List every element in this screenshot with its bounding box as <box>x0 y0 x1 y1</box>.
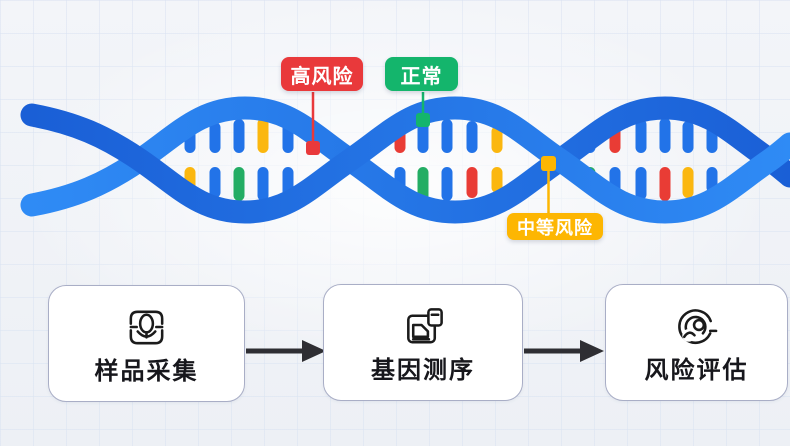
risk-assessment-icon <box>678 308 718 344</box>
dna-markers <box>306 92 556 214</box>
sample-collection-icon <box>129 310 164 344</box>
normal-marker <box>416 113 430 127</box>
medium-risk-marker <box>541 156 556 171</box>
flow-arrow-2 <box>524 340 604 362</box>
dna-rung-yellow <box>257 118 269 153</box>
dna-rung-blue <box>659 118 671 153</box>
dna-rung-red <box>466 167 478 198</box>
medium-risk-tag-label: 中等风险 <box>517 217 593 238</box>
dna-strand-back <box>20 96 790 224</box>
dna-rung-red <box>659 167 671 201</box>
normal-tag-label: 正常 <box>400 65 443 88</box>
step-sample-collection-label: 样品采集 <box>94 357 199 385</box>
dna-rung-yellow <box>682 167 694 198</box>
dna-rung-blue <box>682 121 694 153</box>
dna-rung-blue <box>441 167 453 201</box>
dna-helix <box>20 92 790 224</box>
step-gene-sequencing: 基因测序 <box>323 284 523 401</box>
medium-risk-tag: 中等风险 <box>507 213 603 240</box>
dna-rung-yellow <box>491 167 503 193</box>
step-risk-assessment: 风险评估 <box>605 284 788 401</box>
step-risk-assessment-label: 风险评估 <box>644 356 749 384</box>
dna-strand-front <box>20 96 790 224</box>
dna-rungs <box>159 116 718 201</box>
dna-rung-blue <box>209 167 221 198</box>
dna-rung-green <box>417 167 429 201</box>
high-risk-tag: 高风险 <box>281 57 363 91</box>
flow-arrow-1 <box>246 340 326 362</box>
dna-rung-blue <box>635 119 647 153</box>
dna-rung-green <box>233 167 245 201</box>
high-risk-marker <box>306 141 320 155</box>
dna-rung-blue <box>441 119 453 153</box>
high-risk-tag-label: 高风险 <box>290 65 354 88</box>
dna-rung-yellow <box>491 126 503 153</box>
dna-rung-blue <box>635 167 647 200</box>
step-sample-collection: 样品采集 <box>48 285 245 402</box>
dna-rung-blue <box>257 167 269 201</box>
dna-rung-blue <box>466 121 478 153</box>
dna-rung-blue <box>233 119 245 153</box>
dna-rung-blue <box>209 122 221 153</box>
step-gene-sequencing-label: 基因测序 <box>371 356 475 384</box>
normal-tag: 正常 <box>385 57 458 91</box>
gene-sequencing-icon <box>406 307 443 343</box>
